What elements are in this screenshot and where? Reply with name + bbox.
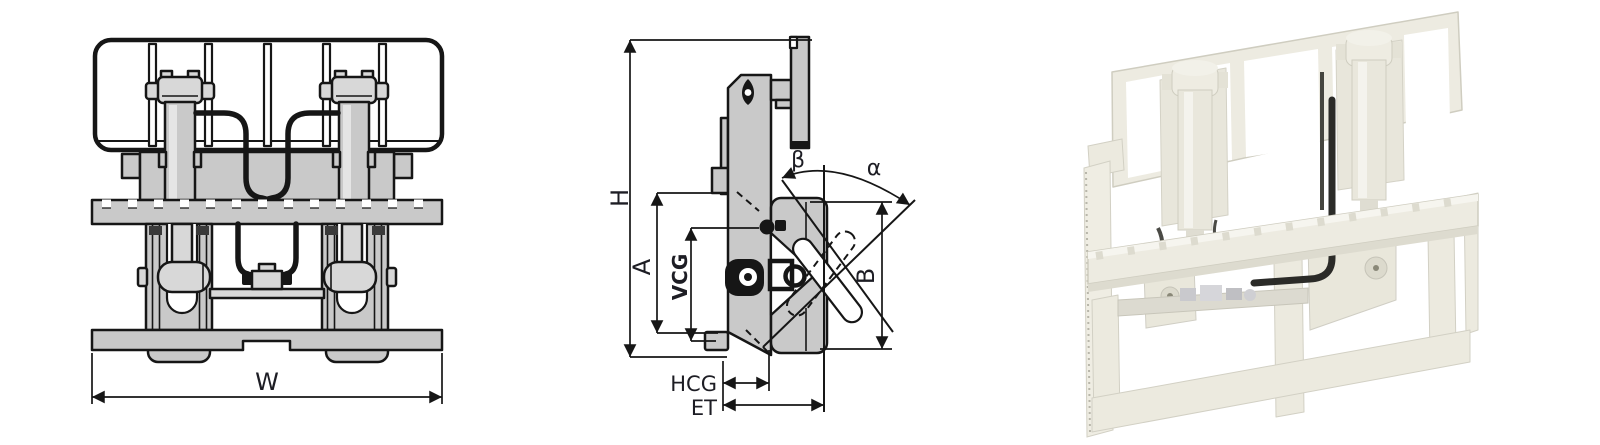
dimension-VCG: VCG: [668, 227, 759, 342]
dimension-B: B: [810, 201, 892, 350]
left-hydraulic-cylinder: [144, 69, 216, 208]
dimension-label-HCG: HCG: [670, 372, 717, 396]
angle-label-beta: β: [791, 148, 805, 173]
dimension-label-ET: ET: [691, 396, 717, 420]
render-left-cylinder: [1162, 60, 1228, 264]
dimension-label-W: W: [255, 368, 279, 396]
render-positioning-shaft: [1117, 285, 1309, 317]
dimension-label-B: B: [852, 268, 880, 284]
side-view-drawing: β α H A VCG B: [606, 35, 916, 420]
tilt-position-outlines: [736, 168, 916, 412]
center-hose-tee-fitting: [208, 221, 326, 300]
mounting-hook-bar: [788, 35, 811, 150]
dimension-ET: ET: [691, 396, 824, 420]
dimension-label-VCG: VCG: [668, 254, 692, 301]
right-hydraulic-cylinder: [318, 69, 390, 208]
front-view-drawing: W: [90, 37, 445, 404]
hydraulic-hoses-upper: [193, 110, 341, 202]
angle-label-alpha: α: [867, 156, 882, 181]
dimension-HCG: HCG: [670, 350, 770, 411]
dimension-H: H: [606, 39, 812, 358]
tilt-angle-arc: β α: [781, 148, 911, 206]
pivot-and-shackle: [725, 219, 807, 296]
dimension-label-A: A: [628, 258, 656, 275]
dimension-A: A: [628, 192, 722, 334]
upper-carriage-bar: [90, 198, 444, 226]
right-fork-positioner-assembly: [320, 222, 398, 332]
isometric-render: [1083, 11, 1479, 438]
dimension-label-H: H: [606, 189, 634, 207]
lower-frame-bar: [90, 328, 444, 364]
dimension-W: W: [91, 353, 443, 404]
left-fork-positioner-assembly: [136, 222, 214, 332]
render-notched-carriage-bar: [1087, 193, 1479, 292]
